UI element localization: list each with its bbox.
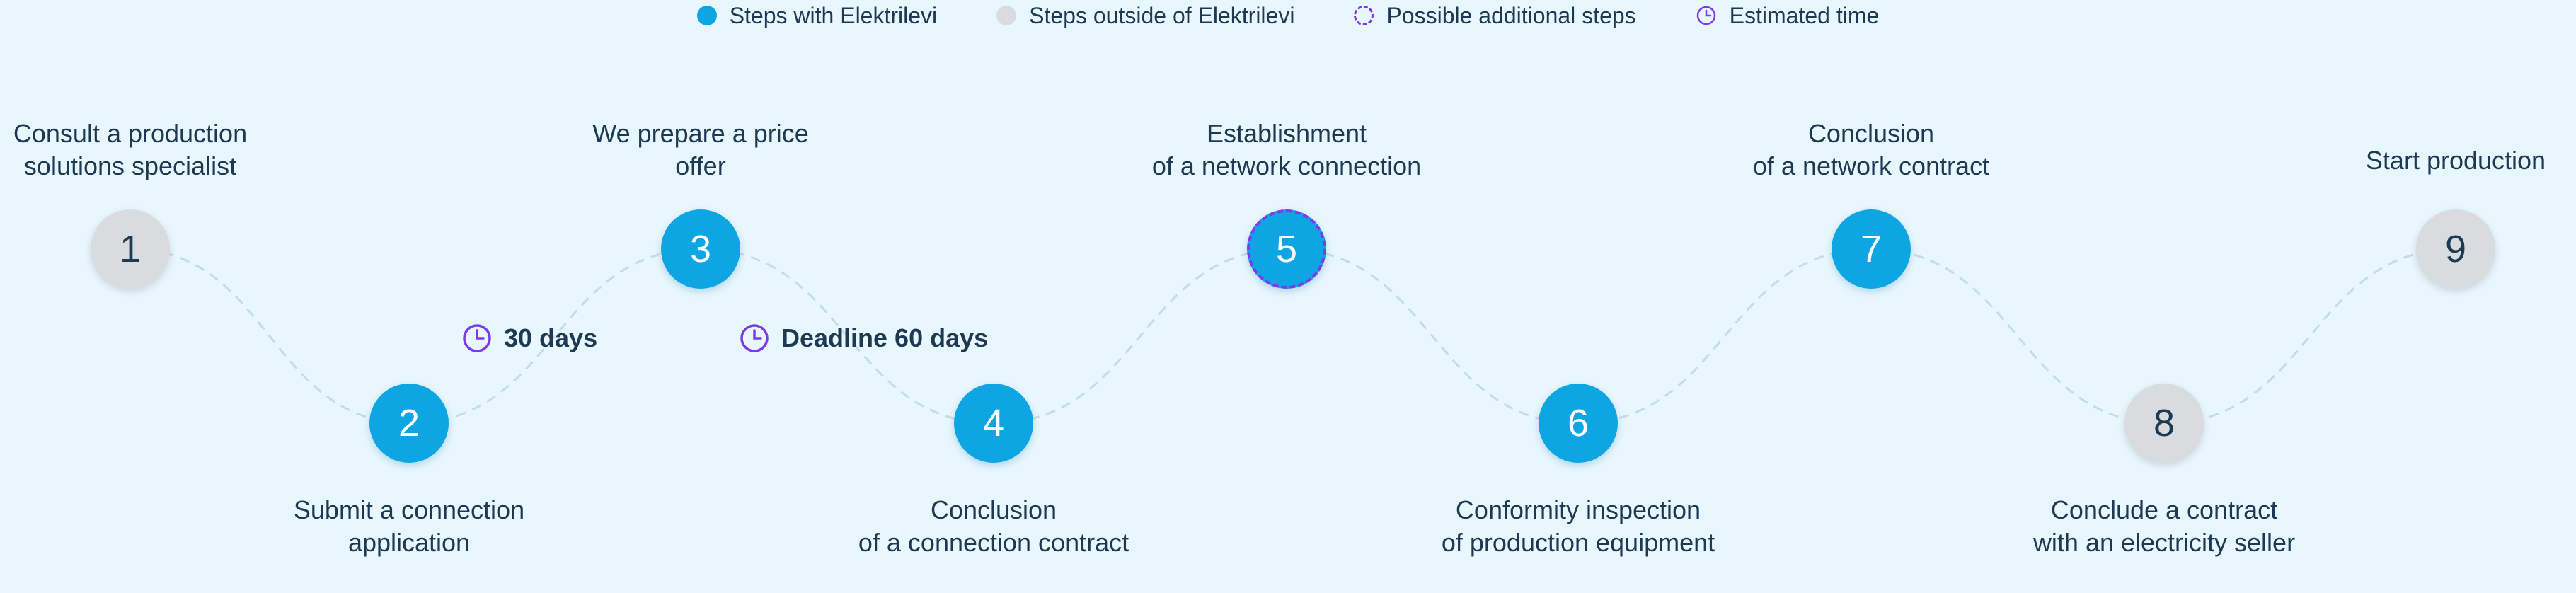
- step-node-3: 3: [661, 209, 740, 289]
- legend: Steps with Elektrilevi Steps outside of …: [0, 0, 2576, 31]
- step-label-7: Conclusion of a network contract: [1701, 117, 2041, 183]
- step-node-9: 9: [2416, 209, 2495, 289]
- step-node-4: 4: [954, 384, 1033, 463]
- step-label-line: of production equipment: [1441, 528, 1715, 557]
- step-label-line: of a connection contract: [858, 528, 1129, 557]
- clock-icon: [740, 324, 769, 352]
- step-label-5: Establishment of a network connection: [1117, 117, 1456, 183]
- step-label-line: Conclude a contract: [2050, 495, 2278, 524]
- step-label-line: with an electricity seller: [2032, 528, 2296, 557]
- step-label-9: Start production: [2286, 144, 2576, 177]
- step-label-line: Conformity inspection: [1455, 495, 1701, 524]
- step-label-line: Start production: [2365, 146, 2546, 175]
- step-node-2: 2: [369, 384, 449, 463]
- clock-icon: [463, 324, 491, 352]
- legend-item-outside: Steps outside of Elektrilevi: [996, 3, 1294, 29]
- step-label-4: Conclusion of a connection contract: [824, 494, 1163, 559]
- dashed-path-line: [130, 248, 2456, 425]
- step-label-8: Conclude a contract with an electricity s…: [1994, 494, 2334, 559]
- step-label-line: of a network contract: [1752, 151, 1990, 180]
- step-label-line: We prepare a price: [592, 119, 809, 148]
- step-label-3: We prepare a price offer: [531, 117, 870, 183]
- step-label-line: Conclusion: [1807, 119, 1935, 148]
- estimated-time-1: 30 days: [461, 323, 597, 354]
- step-label-line: solutions specialist: [23, 151, 237, 180]
- step-label-line: of a network connection: [1151, 151, 1422, 180]
- dashed-circle-icon: [1354, 6, 1374, 25]
- step-node-1: 1: [91, 209, 170, 289]
- step-label-2: Submit a connection application: [239, 494, 579, 559]
- step-label-line: application: [347, 528, 471, 557]
- step-label-line: Consult a production: [13, 119, 248, 148]
- step-label-6: Conformity inspection of production equip…: [1408, 494, 1748, 559]
- estimated-time-text: 30 days: [504, 323, 598, 352]
- step-label-line: Establishment: [1206, 119, 1367, 148]
- legend-item-estimated-time: Estimated time: [1696, 2, 1880, 29]
- step-node-8: 8: [2124, 384, 2204, 463]
- step-node-7: 7: [1832, 209, 1911, 289]
- legend-item-additional: Possible additional steps: [1354, 2, 1636, 29]
- legend-label: Steps outside of Elektrilevi: [1029, 2, 1295, 28]
- step-label-line: Submit a connection: [293, 495, 525, 524]
- blue-circle-icon: [696, 6, 717, 25]
- legend-label: Possible additional steps: [1386, 2, 1636, 28]
- legend-label: Steps with Elektrilevi: [729, 2, 938, 28]
- grey-circle-icon: [996, 6, 1017, 25]
- legend-item-elektrilevi: Steps with Elektrilevi: [696, 2, 938, 29]
- estimated-time-2: Deadline 60 days: [739, 323, 988, 354]
- step-label-line: offer: [675, 151, 726, 180]
- step-node-6: 6: [1539, 384, 1618, 463]
- step-label-1: Consult a production solutions specialist: [0, 117, 300, 183]
- step-node-5: 5: [1247, 209, 1326, 289]
- legend-label: Estimated time: [1729, 2, 1880, 28]
- step-label-line: Conclusion: [930, 495, 1057, 524]
- estimated-time-text: Deadline 60 days: [781, 323, 989, 352]
- clock-icon: [1696, 6, 1715, 25]
